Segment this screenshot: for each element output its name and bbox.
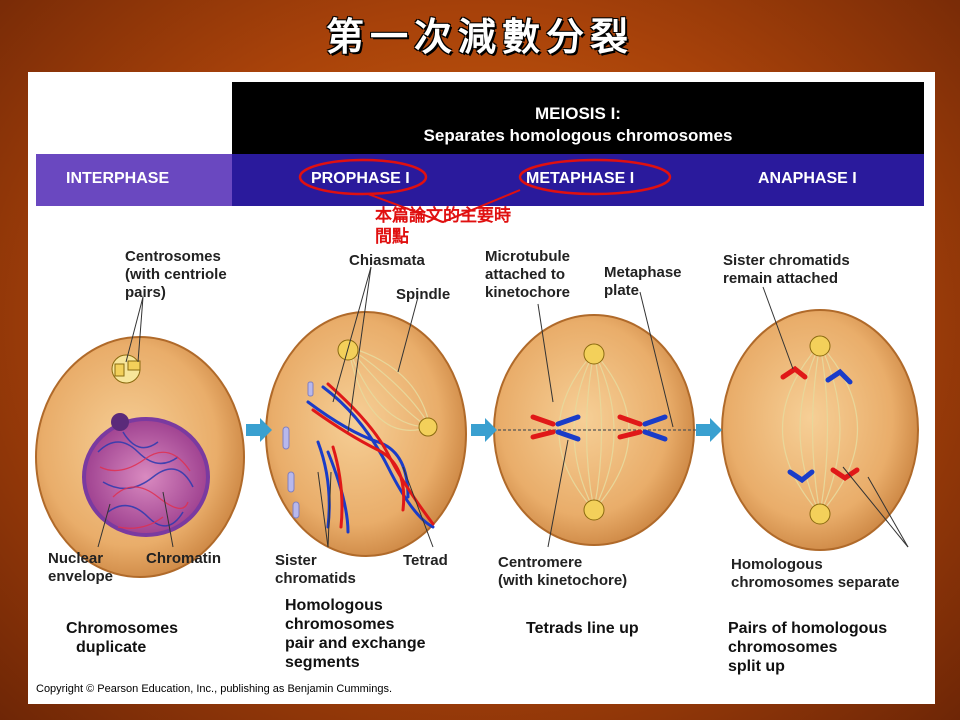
caption-line: duplicate xyxy=(76,639,147,656)
label-homologous-separate: Homologous chromosomes separate xyxy=(731,556,899,592)
caption-line: Homologous xyxy=(285,597,383,614)
label-line: Centrosomes xyxy=(125,248,221,265)
label-microtubule: Microtubule attached to kinetochore xyxy=(485,248,570,302)
label-line: (with kinetochore) xyxy=(498,572,628,589)
label-line: Metaphase xyxy=(604,264,682,281)
caption-line: chromosomes xyxy=(728,639,838,656)
copyright: Copyright © Pearson Education, Inc., pub… xyxy=(36,683,393,695)
caption-line: segments xyxy=(285,654,360,671)
slide-title: 第一次減數分裂 xyxy=(325,15,634,59)
phase-bar: INTERPHASE PROPHASE I METAPHASE I ANAPHA… xyxy=(36,154,924,206)
highlight-annotation: 本篇論文的主要時 間點 xyxy=(375,206,511,248)
label-line: attached to xyxy=(485,266,566,283)
meiosis-header: MEIOSIS I: Separates homologous chromoso… xyxy=(232,82,924,154)
cell-drawings xyxy=(35,158,919,578)
caption-interphase: Chromosomes duplicate xyxy=(66,619,178,657)
process-arrows xyxy=(246,418,722,442)
phase-interphase: INTERPHASE xyxy=(66,170,170,187)
label-nuclear-envelope: Nuclear envelope xyxy=(48,550,113,586)
label-line: Microtubule xyxy=(485,248,570,265)
meiosis-band xyxy=(232,154,924,206)
label-chiasmata: Chiasmata xyxy=(349,252,425,269)
label-line: Sister chromatids xyxy=(723,252,850,269)
label-line: Homologous xyxy=(731,556,823,573)
label-tetrad: Tetrad xyxy=(403,552,448,569)
label-line: Nuclear xyxy=(48,550,104,567)
annotation-line-1: 本篇論文的主要時 xyxy=(375,206,511,226)
label-line: Sister xyxy=(275,552,317,569)
label-line: kinetochore xyxy=(485,284,571,301)
label-line: Centromere xyxy=(498,554,583,571)
label-line: chromatids xyxy=(275,570,356,587)
arrow-3 xyxy=(696,418,722,442)
label-centrosomes: Centrosomes (with centriole pairs) xyxy=(125,248,227,302)
metaphase-highlight xyxy=(518,158,672,196)
label-spindle: Spindle xyxy=(396,286,451,303)
caption-line: Chromosomes xyxy=(66,620,179,637)
caption-prophase: Homologous chromosomes pair and exchange… xyxy=(285,596,426,672)
highlight-connector xyxy=(367,189,521,224)
centrosome xyxy=(111,354,141,384)
label-line: envelope xyxy=(48,568,114,585)
prophase-highlight xyxy=(298,158,428,196)
caption-line: pair and exchange xyxy=(285,635,426,652)
label-line: remain attached xyxy=(723,270,839,287)
arrow-2 xyxy=(471,418,497,442)
label-sister-chromatids: Sister chromatids xyxy=(275,552,356,588)
annotation-line-2: 間點 xyxy=(375,227,409,247)
arrow-1 xyxy=(246,418,272,442)
phase-anaphase: ANAPHASE I xyxy=(758,170,857,187)
interphase-cell xyxy=(35,336,245,578)
phase-prophase: PROPHASE I xyxy=(311,170,410,187)
label-chromatin: Chromatin xyxy=(146,550,221,567)
label-sister-attached: Sister chromatids remain attached xyxy=(723,252,850,288)
metaphase-cell xyxy=(488,314,700,546)
anaphase-cell xyxy=(721,309,919,551)
meiosis-subtitle: Separates homologous chromosomes xyxy=(423,126,733,145)
prophase-cell xyxy=(265,311,467,557)
meiosis-title: MEIOSIS I: xyxy=(535,104,621,123)
label-line: chromosomes separate xyxy=(731,574,900,591)
label-metaphase-plate: Metaphase plate xyxy=(604,264,682,300)
label-line: pairs) xyxy=(125,284,166,301)
meiosis-figure: MEIOSIS I: Separates homologous chromoso… xyxy=(28,72,935,704)
caption-line: chromosomes xyxy=(285,616,395,633)
nucleus xyxy=(82,417,210,537)
caption-metaphase: Tetrads line up xyxy=(526,619,639,638)
interphase-band xyxy=(36,154,232,206)
caption-line: Pairs of homologous xyxy=(728,620,888,637)
phase-metaphase: METAPHASE I xyxy=(526,170,635,187)
caption-line: Tetrads line up xyxy=(526,620,639,637)
leader-lines xyxy=(97,266,909,548)
caption-anaphase: Pairs of homologous chromosomes split up xyxy=(728,619,887,676)
label-line: (with centriole xyxy=(125,266,227,283)
caption-line: split up xyxy=(728,658,785,675)
label-centromere: Centromere (with kinetochore) xyxy=(498,554,627,590)
label-line: plate xyxy=(604,282,640,299)
